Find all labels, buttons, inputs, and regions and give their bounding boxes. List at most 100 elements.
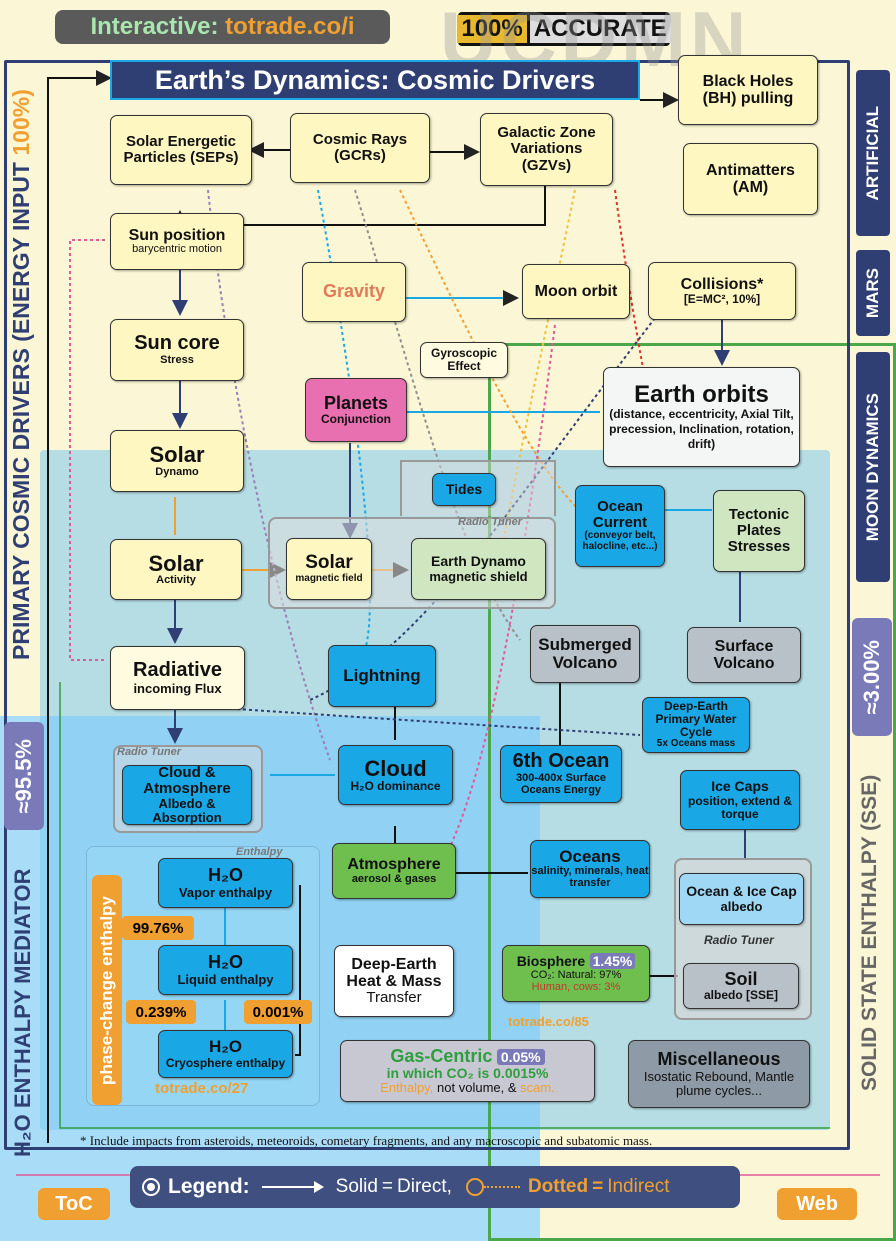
lightning-title: Lightning — [343, 665, 421, 685]
link-27[interactable]: totrade.co/27 — [155, 1080, 249, 1097]
toc-button[interactable]: ToC — [38, 1188, 110, 1220]
cloud-title: Cloud — [364, 755, 427, 781]
sixth-ocean-title: 6th Ocean — [512, 750, 610, 773]
earth-orbits-sub: (distance, eccentricity, Axial Tilt, pre… — [609, 407, 794, 452]
gcrs-sub: (GCRs) — [334, 147, 386, 164]
black-holes-node[interactable]: Black Holes(BH) pulling — [678, 55, 818, 125]
tectonic-node[interactable]: Tectonic Plates Stresses — [713, 490, 805, 572]
cloud-atm-sub: Albedo & Absorption — [152, 796, 222, 826]
footnote: * Include impacts from asteroids, meteor… — [80, 1133, 653, 1148]
gyroscopic-title: Gyroscopic — [430, 346, 498, 361]
sixth-ocean-sub: 300-400x Surface Oceans Energy — [516, 771, 606, 796]
gas-centric-line1b: ₂ is 0.0015% — [467, 1065, 549, 1082]
misc-title: Miscellaneous — [657, 1049, 781, 1070]
legend-radio-icon — [142, 1178, 160, 1196]
gzvs-node[interactable]: Galactic Zone Variations(GZVs) — [480, 113, 613, 186]
legend-eq-2: = — [592, 1176, 604, 1197]
gzvs-sub: (GZVs) — [521, 156, 572, 174]
link-85[interactable]: totrade.co/85 — [508, 1014, 589, 1029]
pct-0001-badge: 0.001% — [244, 1000, 312, 1024]
ocean-current-node[interactable]: Ocean Current(conveyor belt, halocline, … — [575, 485, 665, 567]
interactive-prefix: Interactive: — [90, 13, 226, 40]
web-button[interactable]: Web — [777, 1188, 857, 1220]
oceans-title: Oceans — [559, 846, 621, 866]
primary-label-pct: 100%) — [8, 89, 34, 156]
earth-orbits-node[interactable]: Earth orbits(distance, eccentricity, Axi… — [603, 367, 800, 467]
legend-label: Legend: — [168, 1175, 250, 1198]
lightning-node[interactable]: Lightning — [328, 645, 436, 707]
tides-node[interactable]: Tides — [432, 473, 496, 506]
gcrs-node[interactable]: Cosmic Rays(GCRs) — [290, 113, 430, 183]
enthalpy-label: Enthalpy — [236, 846, 283, 858]
h2o-liquid-sub: Liquid enthalpy — [177, 971, 274, 987]
accurate-word: ACCURATE — [529, 15, 671, 43]
legend-radio-dot — [147, 1183, 155, 1191]
interactive-url[interactable]: totrade.co/i — [225, 13, 355, 40]
h2o-mediator-label: H₂O ENTHALPY MEDIATOR — [10, 868, 35, 1157]
antimatters-title: Antimatters — [706, 161, 795, 179]
legend-solid: Solid — [335, 1176, 378, 1197]
gzvs-title: Galactic Zone Variations — [497, 124, 596, 158]
collisions-sub: [E=MC², 10%] — [683, 292, 761, 307]
misc-sub: Isostatic Rebound, Mantle plume cycles..… — [643, 1068, 795, 1098]
gas-centric-node[interactable]: Gas-Centric 0.05% in which CO₂ is 0.0015… — [340, 1040, 595, 1102]
pct-9976-badge: 99.76% — [122, 916, 194, 940]
moon-dynamics-tab: MOON DYNAMICS — [856, 352, 890, 582]
submerged-volcano-sub: Volcano — [552, 653, 618, 672]
legend-bar: Legend: Solid = Direct, Dotted = Indirec… — [130, 1166, 740, 1208]
moon-orbit-node[interactable]: Moon orbit — [522, 264, 630, 319]
solid-pct-tab: ≈3.00% — [852, 618, 892, 736]
seps-node[interactable]: Solar Energetic Particles (SEPs) — [110, 115, 252, 185]
ocean-current-title: Ocean Current — [592, 498, 648, 532]
deep-heat-sub2: Transfer — [366, 989, 422, 1007]
artificial-label: ARTIFICIAL — [863, 105, 882, 201]
seps-title: Solar Energetic Particles (SEPs) — [123, 132, 239, 166]
biosphere-node[interactable]: Biosphere 1.45% CO₂: Natural: 97% Human,… — [502, 945, 650, 1002]
biosphere-title: Biosphere — [516, 952, 586, 969]
planets-sub: Conjunction — [321, 412, 391, 427]
collisions-title: Collisions* — [680, 275, 764, 293]
gyroscopic-sub: Effect — [447, 359, 481, 373]
primary-label-text: PRIMARY COSMIC DRIVERS (ENERGY INPUT — [8, 155, 34, 660]
sse-zone-border — [488, 343, 896, 1241]
radiative-sub: incoming Flux — [133, 680, 222, 696]
legend-indirect: Indirect — [607, 1176, 670, 1197]
radiative-title: Radiative — [133, 659, 222, 682]
h2o-vapor-sub: Vapor enthalpy — [178, 884, 273, 900]
page-title: Earth’s Dynamics: Cosmic Drivers — [110, 60, 640, 100]
collisions-node[interactable]: Collisions*[E=MC², 10%] — [648, 262, 796, 320]
interactive-link-banner[interactable]: Interactive: totrade.co/i — [55, 10, 390, 44]
gravity-node[interactable]: Gravity — [302, 262, 406, 322]
legend-direct: Direct, — [397, 1176, 452, 1197]
ocean-ice-albedo-title: Ocean & Ice Cap — [686, 883, 797, 900]
legend-solid-arrow-icon — [261, 1181, 324, 1193]
deep-water-title: Deep-Earth Primary Water Cycle — [655, 699, 737, 740]
antimatters-node[interactable]: Antimatters(AM) — [683, 143, 818, 215]
gas-centric-title: Gas-Centric — [390, 1045, 493, 1066]
